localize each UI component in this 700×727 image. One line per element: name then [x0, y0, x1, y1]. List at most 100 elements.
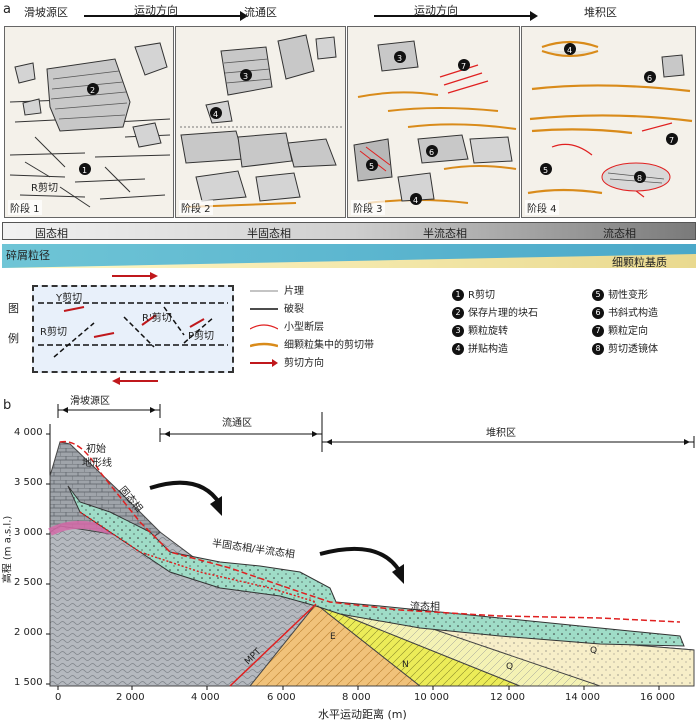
phase-solid: 固态相	[35, 227, 68, 240]
x-tick-4000: 4 000	[191, 692, 220, 703]
rprime-shear-label: R'剪切	[142, 313, 172, 324]
x-tick-8000: 8 000	[342, 692, 371, 703]
direction-label-2: 运动方向	[414, 4, 458, 17]
panel-b-label: b	[3, 398, 12, 413]
x-tick-12000: 12 000	[490, 692, 525, 703]
bottom-shear-arrow	[112, 377, 158, 385]
stage-4-illustration: 4 6 5 7 8	[527, 40, 693, 198]
svg-text:5: 5	[543, 166, 548, 175]
x-tick-0: 0	[55, 692, 62, 703]
b-zone-transport: 流通区	[222, 418, 252, 429]
svg-text:1: 1	[82, 166, 87, 175]
y-tick-2000: 2 000	[14, 627, 43, 638]
panel-a-label: a	[3, 2, 11, 17]
legend-fracture-label: 破裂	[284, 304, 304, 315]
svg-text:4: 4	[567, 46, 572, 55]
zone-source-header: 滑坡源区	[24, 6, 68, 19]
fluid-phase-label: 流态相	[410, 602, 440, 613]
stage-2-box: 3 4 阶段 2	[175, 26, 346, 218]
b-zone-source: 滑坡源区	[70, 396, 110, 407]
stage-3-illustration: 3 7 5 6 4	[353, 40, 517, 205]
legend-item-5-text: 韧性变形	[608, 290, 648, 301]
fracture-swatch	[250, 308, 278, 310]
svg-text:5: 5	[369, 162, 374, 171]
svg-text:8: 8	[637, 174, 642, 183]
legend-item-4-text: 拼贴构造	[468, 344, 508, 355]
legend-shear-band: 细颗粒集中的剪切带	[250, 336, 374, 351]
number-7-icon: 7	[592, 325, 604, 337]
stage-3-label: 阶段 3	[351, 200, 385, 215]
zone-transport-header: 流通区	[244, 6, 277, 19]
legend-item-8-text: 剪切透镜体	[608, 344, 658, 355]
y-tick-4000: 4 000	[14, 427, 43, 438]
number-1-icon: 1	[452, 289, 464, 301]
panel-a: a 滑坡源区 运动方向 流通区 运动方向 堆积区	[2, 2, 696, 385]
x-axis-label: 水平运动距离 (m)	[318, 708, 407, 721]
x-tick-14000: 14 000	[565, 692, 600, 703]
fine-matrix-label: 细颗粒基质	[612, 256, 667, 269]
top-shear-arrow	[112, 272, 158, 280]
svg-text:6: 6	[647, 74, 652, 83]
legend-item-3-text: 颗粒旋转	[468, 326, 508, 337]
phase-fluid: 流态相	[603, 227, 636, 240]
svg-text:7: 7	[669, 136, 674, 145]
b-zone-deposit: 堆积区	[486, 428, 516, 439]
phase-semi-fluid: 半流态相	[423, 227, 467, 240]
grain-size-label: 碎屑粒径	[6, 249, 50, 262]
p-shear-label: P剪切	[188, 331, 215, 342]
legend-small-fault-label: 小型断层	[284, 322, 324, 333]
zone-deposit-header: 堆积区	[584, 6, 617, 19]
phase-bar: 固态相 半固态相 半流态相 流态相	[2, 222, 696, 240]
cross-section-svg	[46, 404, 695, 690]
legend-foliation: 片理	[250, 282, 304, 297]
svg-text:4: 4	[413, 196, 418, 205]
direction-label-1: 运动方向	[134, 4, 178, 17]
legend-small-fault: 小型断层	[250, 318, 324, 333]
stratum-q2-label: Q	[590, 646, 598, 656]
legend-item-2: 2 保存片理的块石	[452, 304, 538, 319]
legend-title-1: 图	[8, 302, 19, 315]
legend-foliation-label: 片理	[284, 286, 304, 297]
direction-arrow-1	[84, 11, 248, 21]
stage-1-r-shear-label: R剪切	[31, 183, 58, 194]
stage-4-label: 阶段 4	[525, 200, 559, 215]
stage-1-illustration: 2 1	[9, 42, 171, 208]
svg-text:2: 2	[90, 86, 95, 95]
legend-item-7-text: 颗粒定向	[608, 326, 648, 337]
grain-size-wedge	[2, 244, 696, 268]
y-tick-3500: 3 500	[14, 477, 43, 488]
foliation-swatch	[250, 290, 278, 292]
y-tick-1500: 1 500	[14, 677, 43, 688]
legend-item-6-text: 书斜式构造	[608, 308, 658, 319]
phase-semi-solid: 半固态相	[247, 227, 291, 240]
legend-item-2-text: 保存片理的块石	[468, 308, 538, 319]
legend-item-1: 1 R剪切	[452, 286, 495, 301]
stage-4-box: 4 6 5 7 8 阶段 4	[521, 26, 696, 218]
stratum-q-label: Q	[506, 662, 514, 672]
panel-b: b 滑坡源区 流通区 堆积区 初始 地形线 固态相 半固态相/半流态相 流态相 …	[0, 392, 700, 724]
legend-item-4: 4 拼贴构造	[452, 340, 508, 355]
svg-text:3: 3	[397, 54, 402, 63]
y-tick-3000: 3 000	[14, 527, 43, 538]
initial-topo-label-2: 地形线	[82, 458, 112, 469]
x-tick-10000: 10 000	[414, 692, 449, 703]
x-tick-2000: 2 000	[116, 692, 145, 703]
shear-direction-swatch	[250, 359, 278, 367]
legend-shear-direction: 剪切方向	[250, 354, 324, 369]
legend-shear-band-label: 细颗粒集中的剪切带	[284, 340, 374, 351]
legend-item-1-text: R剪切	[468, 290, 495, 301]
initial-topo-label-1: 初始	[86, 444, 106, 455]
number-2-icon: 2	[452, 307, 464, 319]
y-tick-2500: 2 500	[14, 577, 43, 588]
small-fault-swatch	[250, 324, 278, 330]
number-4-icon: 4	[452, 343, 464, 355]
legend-title-2: 例	[8, 332, 19, 345]
legend-fracture: 破裂	[250, 300, 304, 315]
stage-1-box: 2 1 R剪切 阶段 1	[4, 26, 174, 218]
stage-2-label: 阶段 2	[179, 200, 213, 215]
number-8-icon: 8	[592, 343, 604, 355]
y-shear-label: Y剪切	[56, 293, 83, 304]
x-tick-16000: 16 000	[640, 692, 675, 703]
